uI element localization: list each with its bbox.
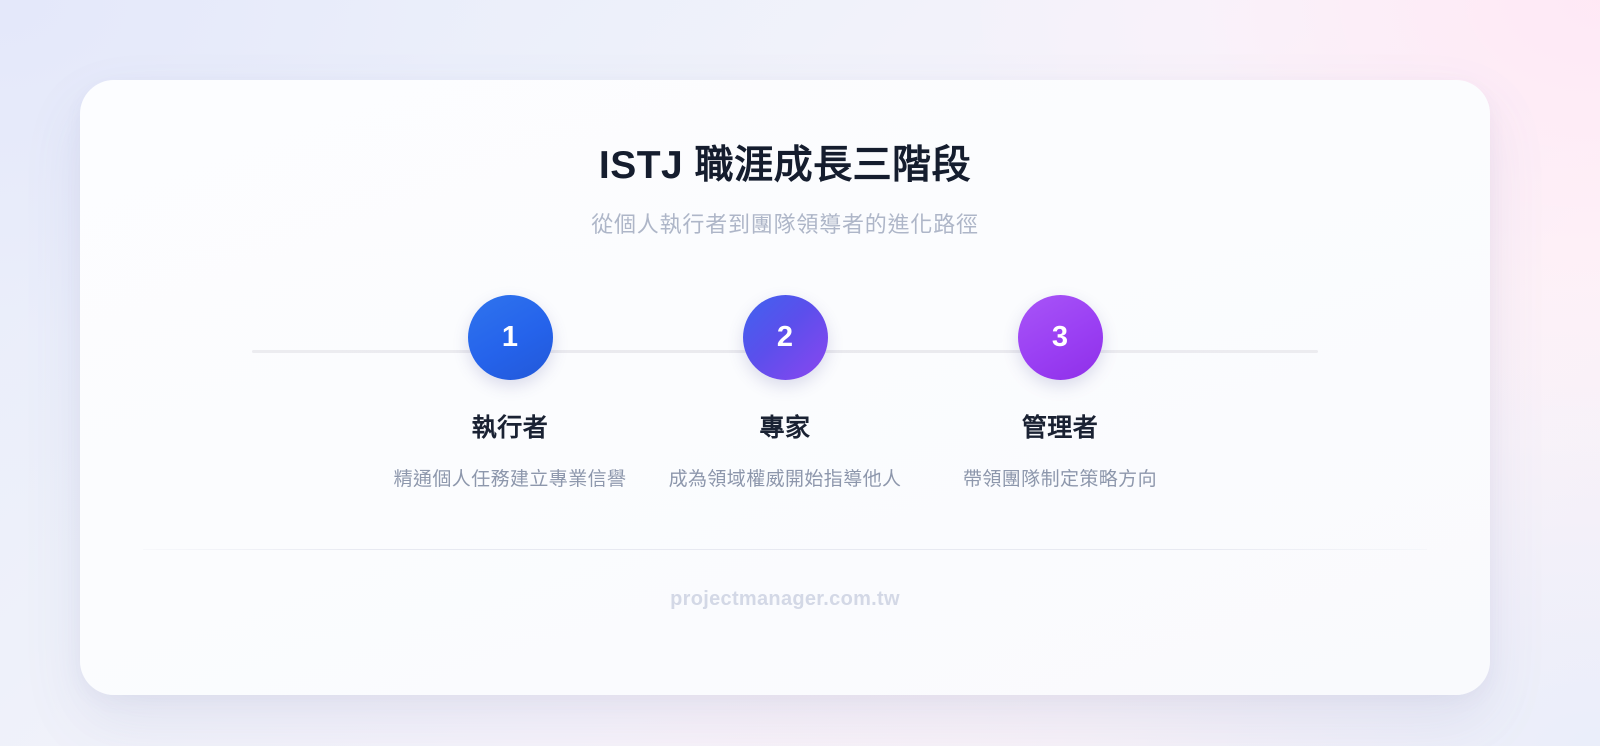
step-number-badge-1: 1: [467, 295, 553, 380]
step-title-3: 管理者: [1021, 414, 1099, 442]
steps-section: 1 執行者 精通個人任務建立專業信譽 2 專家 成為領域權威開始指導他人 3: [80, 295, 1490, 525]
step-number-badge-3: 3: [1017, 295, 1103, 380]
infographic-card: ISTJ 職涯成長三階段 從個人執行者到團隊領導者的進化路徑 1 執行者 精通個…: [80, 80, 1490, 695]
page-title: ISTJ 職涯成長三階段: [598, 144, 972, 187]
step-title-2: 專家: [759, 414, 811, 442]
footer-divider: [143, 549, 1427, 550]
step-number-1: 1: [501, 321, 519, 353]
card-footer: projectmanager.com.tw: [80, 588, 1490, 611]
step-description-3: 帶領團隊制定策略方向: [962, 469, 1157, 490]
step-description-1: 精通個人任務建立專業信譽: [393, 469, 627, 490]
step-item-1[interactable]: 1 執行者 精通個人任務建立專業信譽: [373, 295, 648, 491]
step-number-badge-2: 2: [742, 295, 828, 380]
page-subtitle: 從個人執行者到團隊領導者的進化路徑: [591, 211, 979, 237]
step-item-2[interactable]: 2 專家 成為領域權威開始指導他人: [648, 295, 923, 491]
step-description-2: 成為領域權威開始指導他人: [668, 469, 902, 490]
card-header: ISTJ 職涯成長三階段 從個人執行者到團隊領導者的進化路徑: [80, 142, 1490, 241]
step-item-3[interactable]: 3 管理者 帶領團隊制定策略方向: [923, 295, 1198, 491]
steps-list: 1 執行者 精通個人任務建立專業信譽 2 專家 成為領域權威開始指導他人 3: [80, 295, 1490, 491]
footer-site-name: projectmanager.com.tw: [670, 588, 900, 610]
step-title-1: 執行者: [471, 414, 549, 442]
step-number-3: 3: [1051, 321, 1069, 353]
step-number-2: 2: [776, 321, 794, 353]
